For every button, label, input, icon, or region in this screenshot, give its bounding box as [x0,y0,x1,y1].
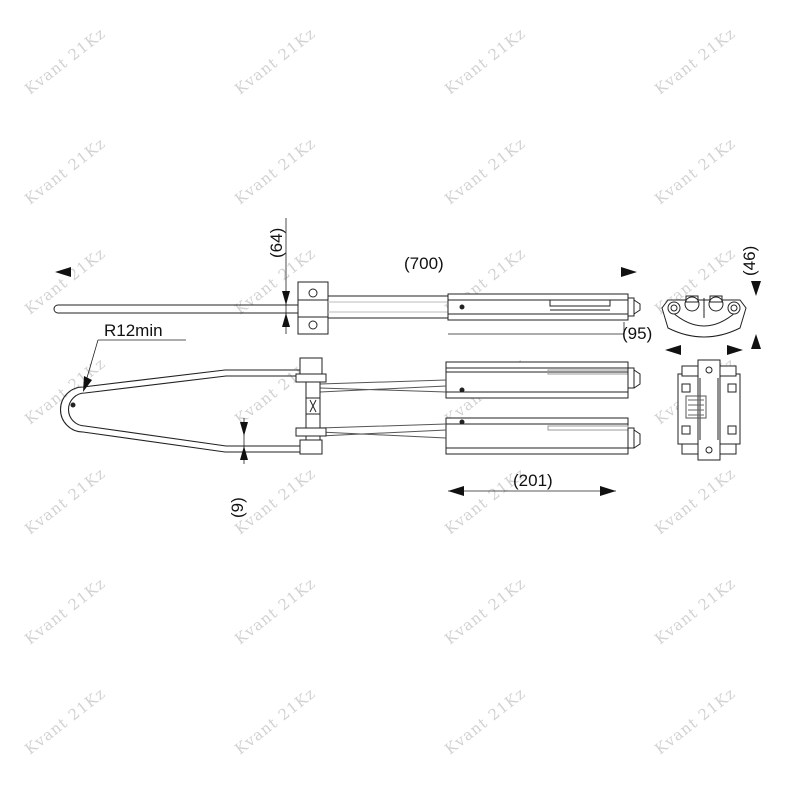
watermark-text: Kvant 21Kz [651,684,739,758]
watermark-text: Kvant 21Kz [231,684,319,758]
dim-body-length: (95) [622,324,652,343]
watermark-text: Kvant 21Kz [651,574,739,648]
dim-end-width: (46) [740,246,759,276]
dim-clamp-length: (201) [513,471,553,490]
watermark-text: Kvant 21Kz [441,134,529,208]
watermark-text: Kvant 21Kz [231,574,319,648]
watermark-text: Kvant 21Kz [651,464,739,538]
watermark-text: Kvant 21Kz [231,24,319,98]
dim-thickness: (9) [228,497,247,518]
dim-length-overall: (700) [404,254,444,273]
top-view [53,281,641,335]
watermark-text: Kvant 21Kz [21,464,109,538]
main-view [59,357,641,455]
watermark-text: Kvant 21Kz [441,684,529,758]
dim-bend-radius: R12min [104,321,163,340]
watermark-text: Kvant 21Kz [441,24,529,98]
dimension-lines [55,218,761,496]
watermark-text: Kvant 21Kz [651,134,739,208]
watermark-text: Kvant 21Kz [21,244,109,318]
watermark-text: Kvant 21Kz [21,24,109,98]
end-view-top [661,295,747,338]
watermark-text: Kvant 21Kz [441,574,529,648]
watermark-text: Kvant 21Kz [651,24,739,98]
watermark-text: Kvant 21Kz [21,574,109,648]
dim-bracket-offset: (64) [267,228,286,258]
watermark-text: Kvant 21Kz [21,354,109,428]
end-view-bottom [677,359,741,461]
watermark-text: Kvant 21Kz [21,134,109,208]
watermark-text: Kvant 21Kz [231,134,319,208]
watermark-text: Kvant 21Kz [21,684,109,758]
